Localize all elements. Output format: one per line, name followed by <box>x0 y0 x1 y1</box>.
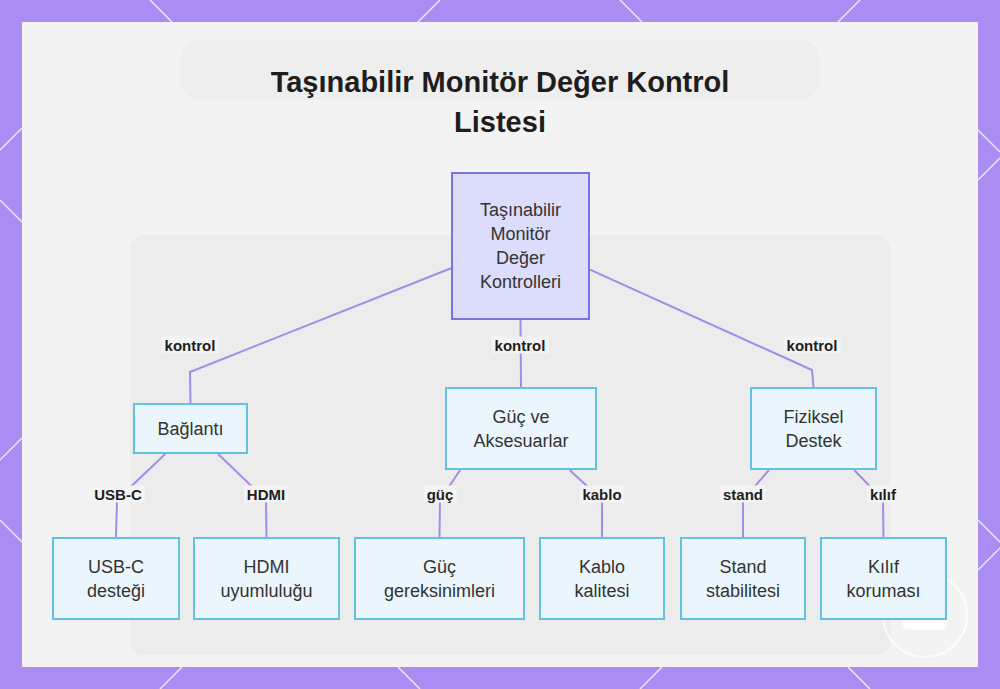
edge-label: kılıf <box>867 486 899 503</box>
edge-label: kontrol <box>492 337 549 354</box>
category-box: Stand stabilitesi <box>680 537 806 620</box>
edge-label: kablo <box>579 486 624 503</box>
connector-line <box>520 320 523 387</box>
edge-label: kontrol <box>784 337 841 354</box>
node-text: Kablo kalitesi <box>561 555 643 603</box>
connector-line <box>190 268 451 403</box>
node-text: Stand stabilitesi <box>692 555 794 603</box>
node-text: Taşınabilir Monitör Değer Kontrolleri <box>465 198 576 294</box>
connector-line <box>440 470 461 537</box>
category-box: HDMI uyumluluğu <box>193 537 340 620</box>
text-group: Güç ve Aksesuarlar <box>469 405 573 453</box>
node-text: HDMI uyumluluğu <box>213 555 320 603</box>
node-text: USB-C desteği <box>72 555 160 603</box>
edge-label: HDMI <box>244 486 288 503</box>
category-box: Bağlantı <box>133 403 248 454</box>
node-text: Fiziksel Destek <box>772 405 855 453</box>
edge-label: stand <box>720 486 766 503</box>
category-box: Kılıf koruması <box>820 537 947 620</box>
text-group: Kablo kalitesi <box>561 555 643 603</box>
node-text: Bağlantı <box>157 417 223 441</box>
panel <box>22 22 978 667</box>
edge-label: USB-C <box>91 486 145 503</box>
text-group: Taşınabilir Monitör Değer Kontrolleri <box>465 198 576 294</box>
connector-line <box>570 470 602 537</box>
root-box: Taşınabilir Monitör Değer Kontrolleri <box>451 172 590 320</box>
text-group: Bağlantı <box>157 417 223 441</box>
category-box: Kablo kalitesi <box>539 537 665 620</box>
category-box: Güç gereksinimleri <box>354 537 525 620</box>
text-group: Güç gereksinimleri <box>366 555 513 603</box>
text-group: Fiziksel Destek <box>772 405 855 453</box>
connector-line <box>743 470 769 537</box>
node-text: Güç ve Aksesuarlar <box>469 405 573 453</box>
category-box: Güç ve Aksesuarlar <box>445 387 597 470</box>
node-text: Kılıf koruması <box>838 555 929 603</box>
category-box: Fiziksel Destek <box>750 387 877 470</box>
text-group: HDMI uyumluluğu <box>213 555 320 603</box>
connector-line <box>854 470 883 537</box>
diagram-title: Taşınabilir Monitör Değer Kontrol Listes… <box>230 62 770 142</box>
node-text: Güç gereksinimleri <box>366 555 513 603</box>
text-group: Stand stabilitesi <box>692 555 794 603</box>
category-box: USB-C desteği <box>52 537 180 620</box>
edge-label: kontrol <box>162 337 219 354</box>
text-group: USB-C desteği <box>72 555 160 603</box>
text-group: Kılıf koruması <box>838 555 929 603</box>
connector-line <box>590 270 814 387</box>
edge-label: güç <box>424 486 457 503</box>
